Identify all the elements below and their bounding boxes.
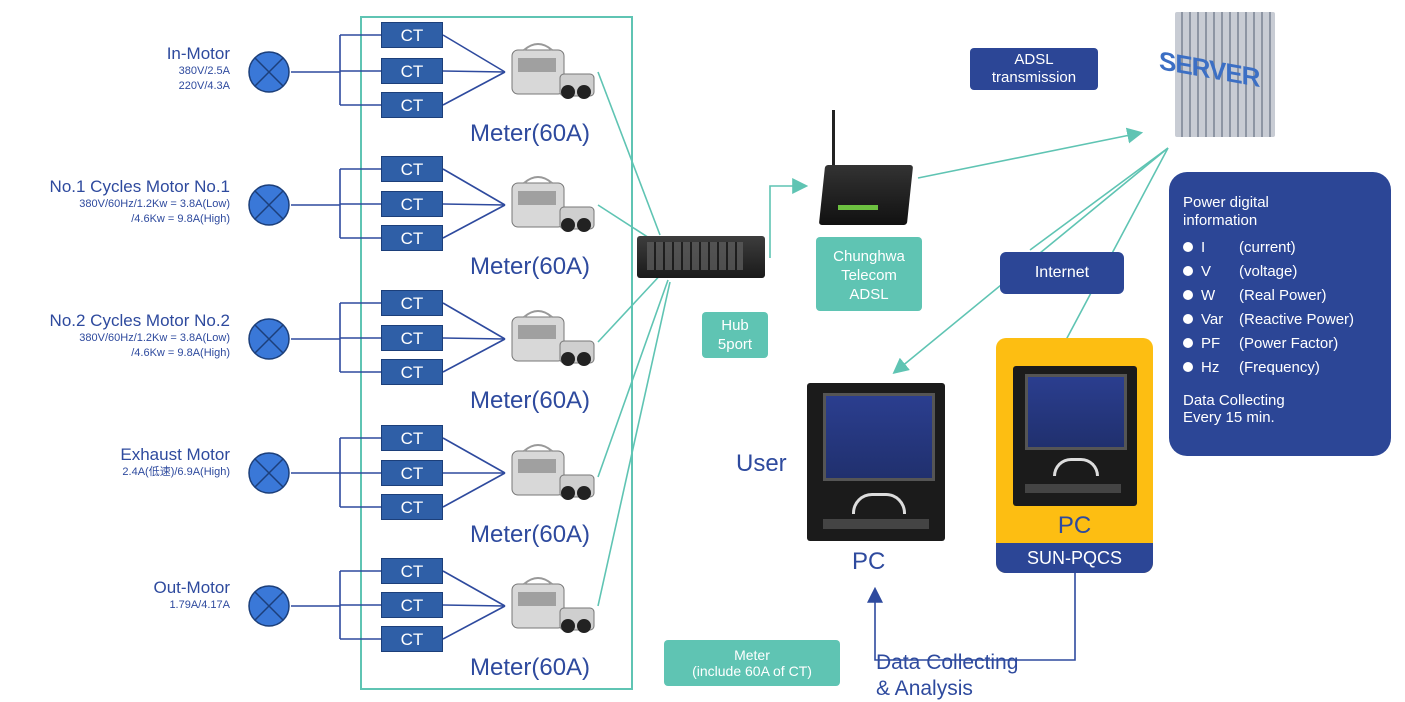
info-desc: (Real Power): [1239, 287, 1327, 304]
motor-spec: 1.79A/4.17A: [169, 599, 230, 611]
info-symbol: I: [1201, 239, 1206, 256]
motor-spec: /4.6Kw = 9.8A(High): [131, 213, 230, 225]
ct-box: CT: [381, 22, 443, 48]
meter-label: Meter(60A): [470, 253, 591, 280]
meter-device-icon: [508, 574, 598, 640]
info-symbol: PF: [1201, 335, 1221, 352]
ct-box: CT: [381, 325, 443, 351]
motor-spec: 380V/60Hz/1.2Kw = 3.8A(Low): [79, 332, 230, 344]
user-pc-label: PC: [852, 548, 886, 575]
ct-box: CT: [381, 58, 443, 84]
info-symbol: Hz: [1201, 359, 1220, 376]
motor-icon: [247, 451, 291, 495]
meter-device-icon: [508, 307, 598, 373]
motor-icon: [247, 50, 291, 94]
motor-name: Exhaust Motor: [120, 445, 230, 464]
bullet-icon: [1183, 242, 1193, 252]
ct-box: CT: [381, 92, 443, 118]
network-hub: [637, 228, 767, 280]
bullet-icon: [1183, 314, 1193, 324]
meter-device-icon: [508, 173, 598, 239]
bullet-icon: [1183, 338, 1193, 348]
info-symbol: V: [1201, 263, 1212, 280]
info-item: V (voltage): [1183, 260, 1391, 284]
ct-box: CT: [381, 558, 443, 584]
user-pc-icon: [807, 383, 945, 541]
bullet-icon: [1183, 362, 1193, 372]
motor-spec: 380V/2.5A: [178, 65, 230, 77]
ct-box: CT: [381, 290, 443, 316]
bullet-icon: [1183, 266, 1193, 276]
user-label: User: [736, 450, 787, 477]
motor-name: Out-Motor: [153, 578, 230, 597]
info-desc: (Reactive Power): [1239, 311, 1355, 328]
meter-enclosure: [360, 16, 633, 690]
info-item: W (Real Power): [1183, 284, 1391, 308]
meter-device-icon: [508, 40, 598, 106]
info-item: PF (Power Factor): [1183, 332, 1391, 356]
internet-label: Internet: [1000, 252, 1124, 294]
motor-name: No.2 Cycles Motor No.2: [49, 311, 230, 330]
bullet-icon: [1183, 290, 1193, 300]
motor-spec: 2.4A(低速)/6.9A(High): [122, 466, 230, 478]
ct-box: CT: [381, 425, 443, 451]
motor-icon: [247, 584, 291, 628]
info-item: Hz (Frequency): [1183, 356, 1391, 380]
motor-name: In-Motor: [166, 44, 230, 63]
info-item: Var (Reactive Power): [1183, 308, 1391, 332]
info-desc: (current): [1239, 239, 1296, 256]
adsl-modem: [818, 110, 914, 225]
info-desc: (Power Factor): [1239, 335, 1339, 352]
ct-box: CT: [381, 626, 443, 652]
ct-box: CT: [381, 494, 443, 520]
ct-box: CT: [381, 359, 443, 385]
sun-pqcs-pc-label: PC: [1057, 512, 1092, 539]
meter-label: Meter(60A): [470, 387, 591, 414]
meter-label: Meter(60A): [470, 521, 591, 548]
motor-spec: 220V/4.3A: [178, 80, 230, 92]
info-item: I (current): [1183, 236, 1391, 260]
ct-box: CT: [381, 225, 443, 251]
data-collecting-label: Data Collecting& Analysis: [876, 651, 1019, 700]
meter-device-icon: [508, 441, 598, 507]
motor-spec: 380V/60Hz/1.2Kw = 3.8A(Low): [79, 198, 230, 210]
meter-note: Meter(include 60A of CT): [664, 640, 840, 686]
meter-label: Meter(60A): [470, 654, 591, 681]
ct-box: CT: [381, 191, 443, 217]
info-desc: (voltage): [1239, 263, 1298, 280]
info-symbol: Var: [1201, 311, 1224, 328]
motor-icon: [247, 183, 291, 227]
motor-name: No.1 Cycles Motor No.1: [49, 177, 230, 196]
ct-box: CT: [381, 592, 443, 618]
sun-pqcs-pc: PC SUN-PQCS: [996, 338, 1153, 573]
power-info-panel: Power digital information I(current)V(vo…: [1169, 172, 1391, 456]
info-symbol: W: [1201, 287, 1216, 304]
meter-label: Meter(60A): [470, 120, 591, 147]
server-icon: SERVER: [1159, 12, 1285, 137]
motor-spec: /4.6Kw = 9.8A(High): [131, 347, 230, 359]
sun-pqcs-label: SUN-PQCS: [996, 543, 1153, 573]
info-desc: (Frequency): [1239, 359, 1320, 376]
motor-icon: [247, 317, 291, 361]
ct-box: CT: [381, 460, 443, 486]
ct-box: CT: [381, 156, 443, 182]
